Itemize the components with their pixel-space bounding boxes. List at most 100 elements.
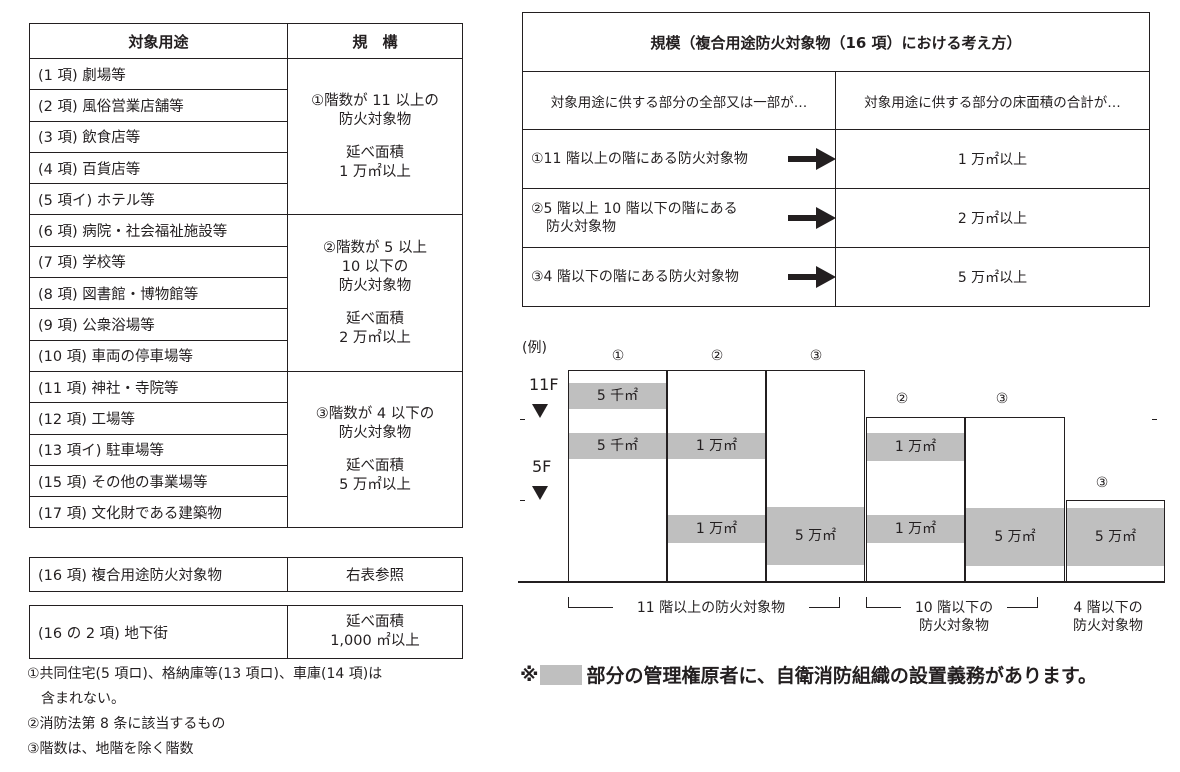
row16-use: (16 項) 複合用途防火対象物	[29, 557, 288, 592]
row16-table: (16 項) 複合用途防火対象物 右表参照	[29, 557, 463, 592]
scale-1-line: 延べ面積	[346, 144, 404, 161]
group-label-line: 防火対象物	[919, 618, 989, 634]
col2-header: 対象用途に供する部分の床面積の合計が…	[835, 71, 1150, 130]
condition-row-3: ③4 階以下の階にある防火対象物	[522, 247, 836, 307]
shaded-area: 5 千㎡	[569, 433, 666, 459]
shaded-area: 5 万㎡	[767, 507, 864, 565]
group-label-line: 防火対象物	[1073, 618, 1143, 634]
condition-text: ②5 階以上 10 階以下の階にある	[531, 201, 738, 217]
scale-2-line: 2 万㎡以上	[339, 329, 411, 346]
use-row: (1 項) 劇場等	[29, 57, 288, 91]
note-1: ①共同住宅(5 項ロ)、格納庫等(13 項ロ)、車庫(14 項)は 含まれない。	[27, 664, 382, 710]
use-row: (13 項イ) 駐車場等	[29, 433, 288, 466]
use-row: (15 項) その他の事業場等	[29, 464, 288, 498]
row16-2-use: (16 の 2 項) 地下街	[29, 605, 288, 659]
building-3: 5 万㎡	[766, 370, 865, 582]
col1-header: 対象用途に供する部分の全部又は一部が…	[522, 71, 836, 130]
value-row-2: 2 万㎡以上	[835, 188, 1150, 248]
building-number: ②	[895, 391, 909, 407]
use-row: (9 項) 公衆浴場等	[29, 308, 288, 341]
building-number: ②	[710, 348, 724, 364]
row16-2-scale-line: 1,000 ㎡以上	[330, 633, 420, 649]
condition-text: 防火対象物	[546, 219, 616, 235]
down-triangle-icon	[532, 486, 548, 500]
note-1-line: ①共同住宅(5 項ロ)、格納庫等(13 項ロ)、車庫(14 項)は	[27, 666, 383, 682]
building-6: 5 万㎡	[1066, 500, 1165, 582]
use-row: (7 項) 学校等	[29, 245, 288, 279]
value-row-1: 1 万㎡以上	[835, 129, 1150, 189]
level-tick	[520, 500, 525, 501]
complex-table-title: 規模（複合用途防火対象物（16 項）における考え方）	[522, 12, 1150, 72]
building-number: ①	[611, 348, 625, 364]
building-number: ③	[809, 348, 823, 364]
ground-line	[518, 581, 1165, 583]
level-tick	[1152, 419, 1157, 420]
row16-2-scale-line: 延べ面積	[346, 614, 404, 630]
scale-2-line: 延べ面積	[346, 310, 404, 327]
building-1: 5 千㎡ 5 千㎡	[568, 370, 667, 582]
footnote-text: 部分の管理権原者に、自衛消防組織の設置義務があります。	[586, 665, 1098, 687]
use-scale-table: 対象用途 規 構 (1 項) 劇場等 ①階数が 11 以上の 防火対象物 延べ面…	[29, 23, 463, 529]
row16-2-scale: 延べ面積 1,000 ㎡以上	[287, 605, 463, 659]
value-row-3: 5 万㎡以上	[835, 247, 1150, 307]
group-label-2: 10 階以下の 防火対象物	[901, 599, 1007, 635]
scale-cell-2: ②階数が 5 以上 10 以下の 防火対象物 延べ面積 2 万㎡以上	[287, 214, 463, 372]
building-number: ③	[995, 391, 1009, 407]
header-scale: 規 構	[287, 23, 463, 59]
scale-2-line: 10 以下の	[341, 258, 409, 275]
scale-1-line: ①階数が 11 以上の	[311, 92, 439, 109]
scale-1-line: 防火対象物	[338, 111, 412, 128]
building-5: 5 万㎡	[965, 417, 1065, 582]
right-arrow-icon	[788, 148, 836, 170]
building-number: ③	[1095, 475, 1109, 491]
use-row: (10 項) 車両の停車場等	[29, 339, 288, 372]
floor-5-label: 5F	[532, 457, 552, 476]
group-label-line: 10 階以下の	[914, 600, 994, 616]
complex-use-table: 規模（複合用途防火対象物（16 項）における考え方） 対象用途に供する部分の全部…	[522, 12, 1150, 307]
row16-2-table: (16 の 2 項) 地下街 延べ面積 1,000 ㎡以上	[29, 605, 463, 659]
row16-scale: 右表参照	[287, 557, 463, 592]
use-row: (3 項) 飲食店等	[29, 120, 288, 153]
scale-3-line: 延べ面積	[346, 457, 404, 474]
use-row: (5 項イ) ホテル等	[29, 183, 288, 216]
note-3: ③階数は、地階を除く階数	[27, 741, 194, 757]
scale-1-line: 1 万㎡以上	[339, 163, 411, 180]
scale-3-line: ③階数が 4 以下の	[315, 405, 435, 422]
condition-text: ①11 階以上の階にある防火対象物	[531, 151, 748, 167]
example-diagram: (例) 11F 5F ① 5 千㎡ 5 千㎡ ② 1 万㎡ 1 万㎡ ③ 5 万…	[515, 335, 1165, 655]
scale-cell-1: ①階数が 11 以上の 防火対象物 延べ面積 1 万㎡以上	[287, 57, 463, 216]
note-1-line: 含まれない。	[41, 691, 125, 707]
group-label-line: 4 階以下の	[1073, 600, 1143, 616]
condition-row-2: ②5 階以上 10 階以下の階にある 防火対象物	[522, 188, 836, 248]
scale-2-line: 防火対象物	[338, 277, 412, 294]
floor-11-label: 11F	[529, 375, 559, 394]
group-label-3: 4 階以下の 防火対象物	[1053, 599, 1163, 635]
use-row: (4 項) 百貨店等	[29, 151, 288, 185]
shaded-area: 5 万㎡	[1067, 508, 1164, 566]
right-arrow-icon	[788, 207, 836, 229]
down-triangle-icon	[532, 404, 548, 418]
use-row: (2 項) 風俗営業店舗等	[29, 89, 288, 122]
note-2: ②消防法第 8 条に該当するもの	[27, 716, 226, 732]
notes: ①共同住宅(5 項ロ)、格納庫等(13 項ロ)、車庫(14 項)は 含まれない。…	[27, 664, 382, 764]
use-row: (6 項) 病院・社会福祉施設等	[29, 214, 288, 247]
shaded-area: 1 万㎡	[668, 515, 765, 543]
shaded-swatch	[540, 664, 583, 685]
footnote-mark: ※	[520, 663, 539, 686]
use-row: (12 項) 工場等	[29, 402, 288, 435]
scale-3-line: 5 万㎡以上	[339, 476, 411, 493]
scale-cell-3: ③階数が 4 以下の 防火対象物 延べ面積 5 万㎡以上	[287, 370, 463, 529]
building-2: 1 万㎡ 1 万㎡	[667, 370, 766, 582]
footnote: ※ 部分の管理権原者に、自衛消防組織の設置義務があります。	[520, 661, 1097, 688]
example-label: (例)	[522, 340, 547, 356]
use-row: (17 項) 文化財である建築物	[29, 496, 288, 529]
header-use: 対象用途	[29, 23, 288, 59]
scale-3-line: 防火対象物	[338, 424, 412, 441]
right-arrow-icon	[788, 266, 836, 288]
level-tick	[520, 419, 525, 420]
group-label-1: 11 階以上の防火対象物	[613, 599, 809, 617]
shaded-area: 1 万㎡	[867, 433, 964, 461]
condition-row-1: ①11 階以上の階にある防火対象物	[522, 129, 836, 189]
shaded-area: 5 千㎡	[569, 383, 666, 409]
building-4: 1 万㎡ 1 万㎡	[866, 417, 965, 582]
